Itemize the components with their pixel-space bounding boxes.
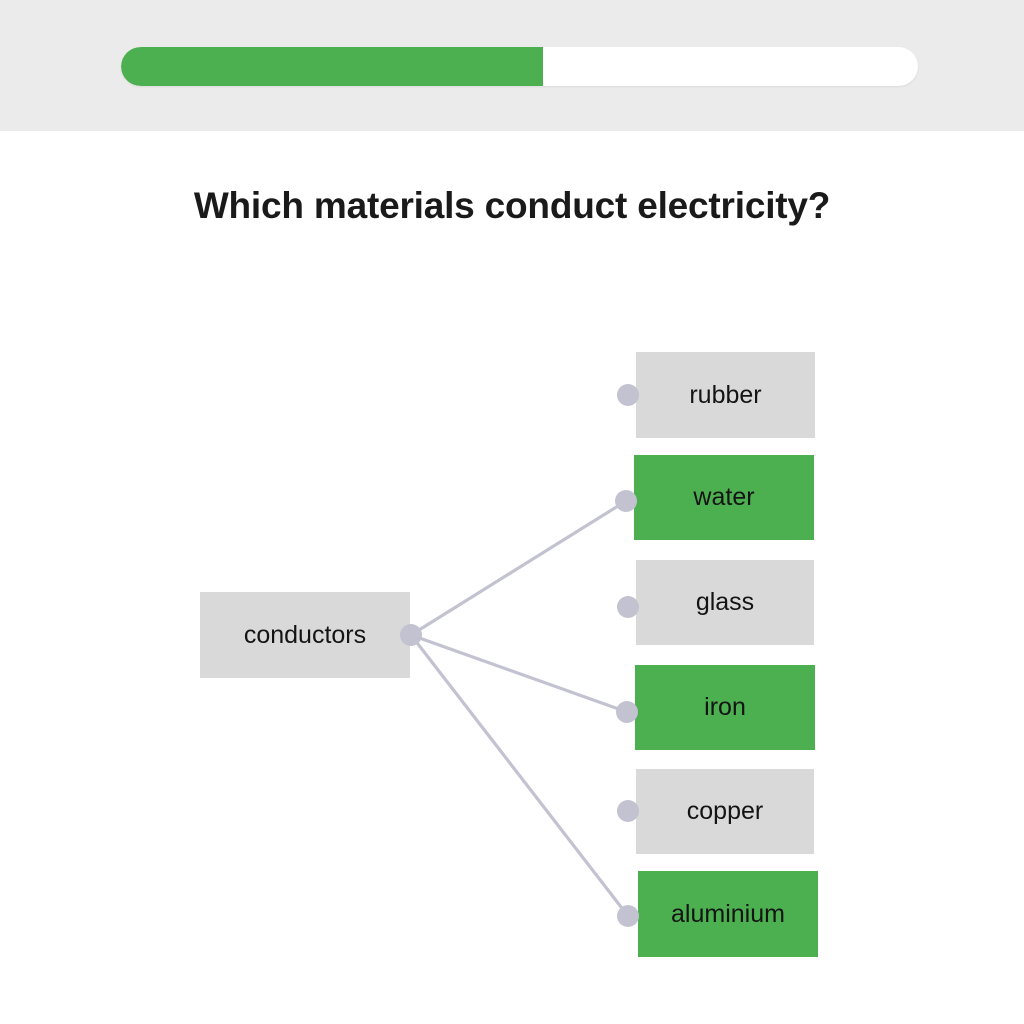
node-option-rubber[interactable]: rubber [636,352,815,438]
node-option-aluminium-label: aluminium [671,899,785,928]
connector-port-copper[interactable] [617,800,639,822]
edge-conductors-to-iron [409,633,629,714]
node-option-iron[interactable]: iron [635,665,815,750]
connector-port-aluminium[interactable] [617,905,639,927]
node-conductors-label: conductors [243,620,367,649]
node-option-aluminium[interactable]: aluminium [638,871,818,957]
connector-port-water[interactable] [615,490,637,512]
node-option-copper[interactable]: copper [636,769,814,854]
header-band [0,0,1024,131]
edge-conductors-to-aluminium [409,633,630,918]
connector-port-rubber[interactable] [617,384,639,406]
node-option-water-label: water [693,483,755,511]
node-option-water[interactable]: water [634,455,814,540]
progress-bar-track [121,47,918,86]
node-conductors[interactable]: conductors [200,592,410,678]
edge-conductors-to-water [409,499,628,637]
connector-port-conductors[interactable] [400,624,422,646]
progress-bar-fill [121,47,544,86]
node-option-glass[interactable]: glass [636,560,814,645]
node-option-glass-label: glass [695,588,755,616]
node-option-copper-label: copper [686,797,764,825]
connector-port-iron[interactable] [616,701,638,723]
connector-port-glass[interactable] [617,596,639,618]
node-option-rubber-label: rubber [689,380,762,409]
question-title: Which materials conduct electricity? [193,185,831,226]
node-option-iron-label: iron [704,693,746,721]
